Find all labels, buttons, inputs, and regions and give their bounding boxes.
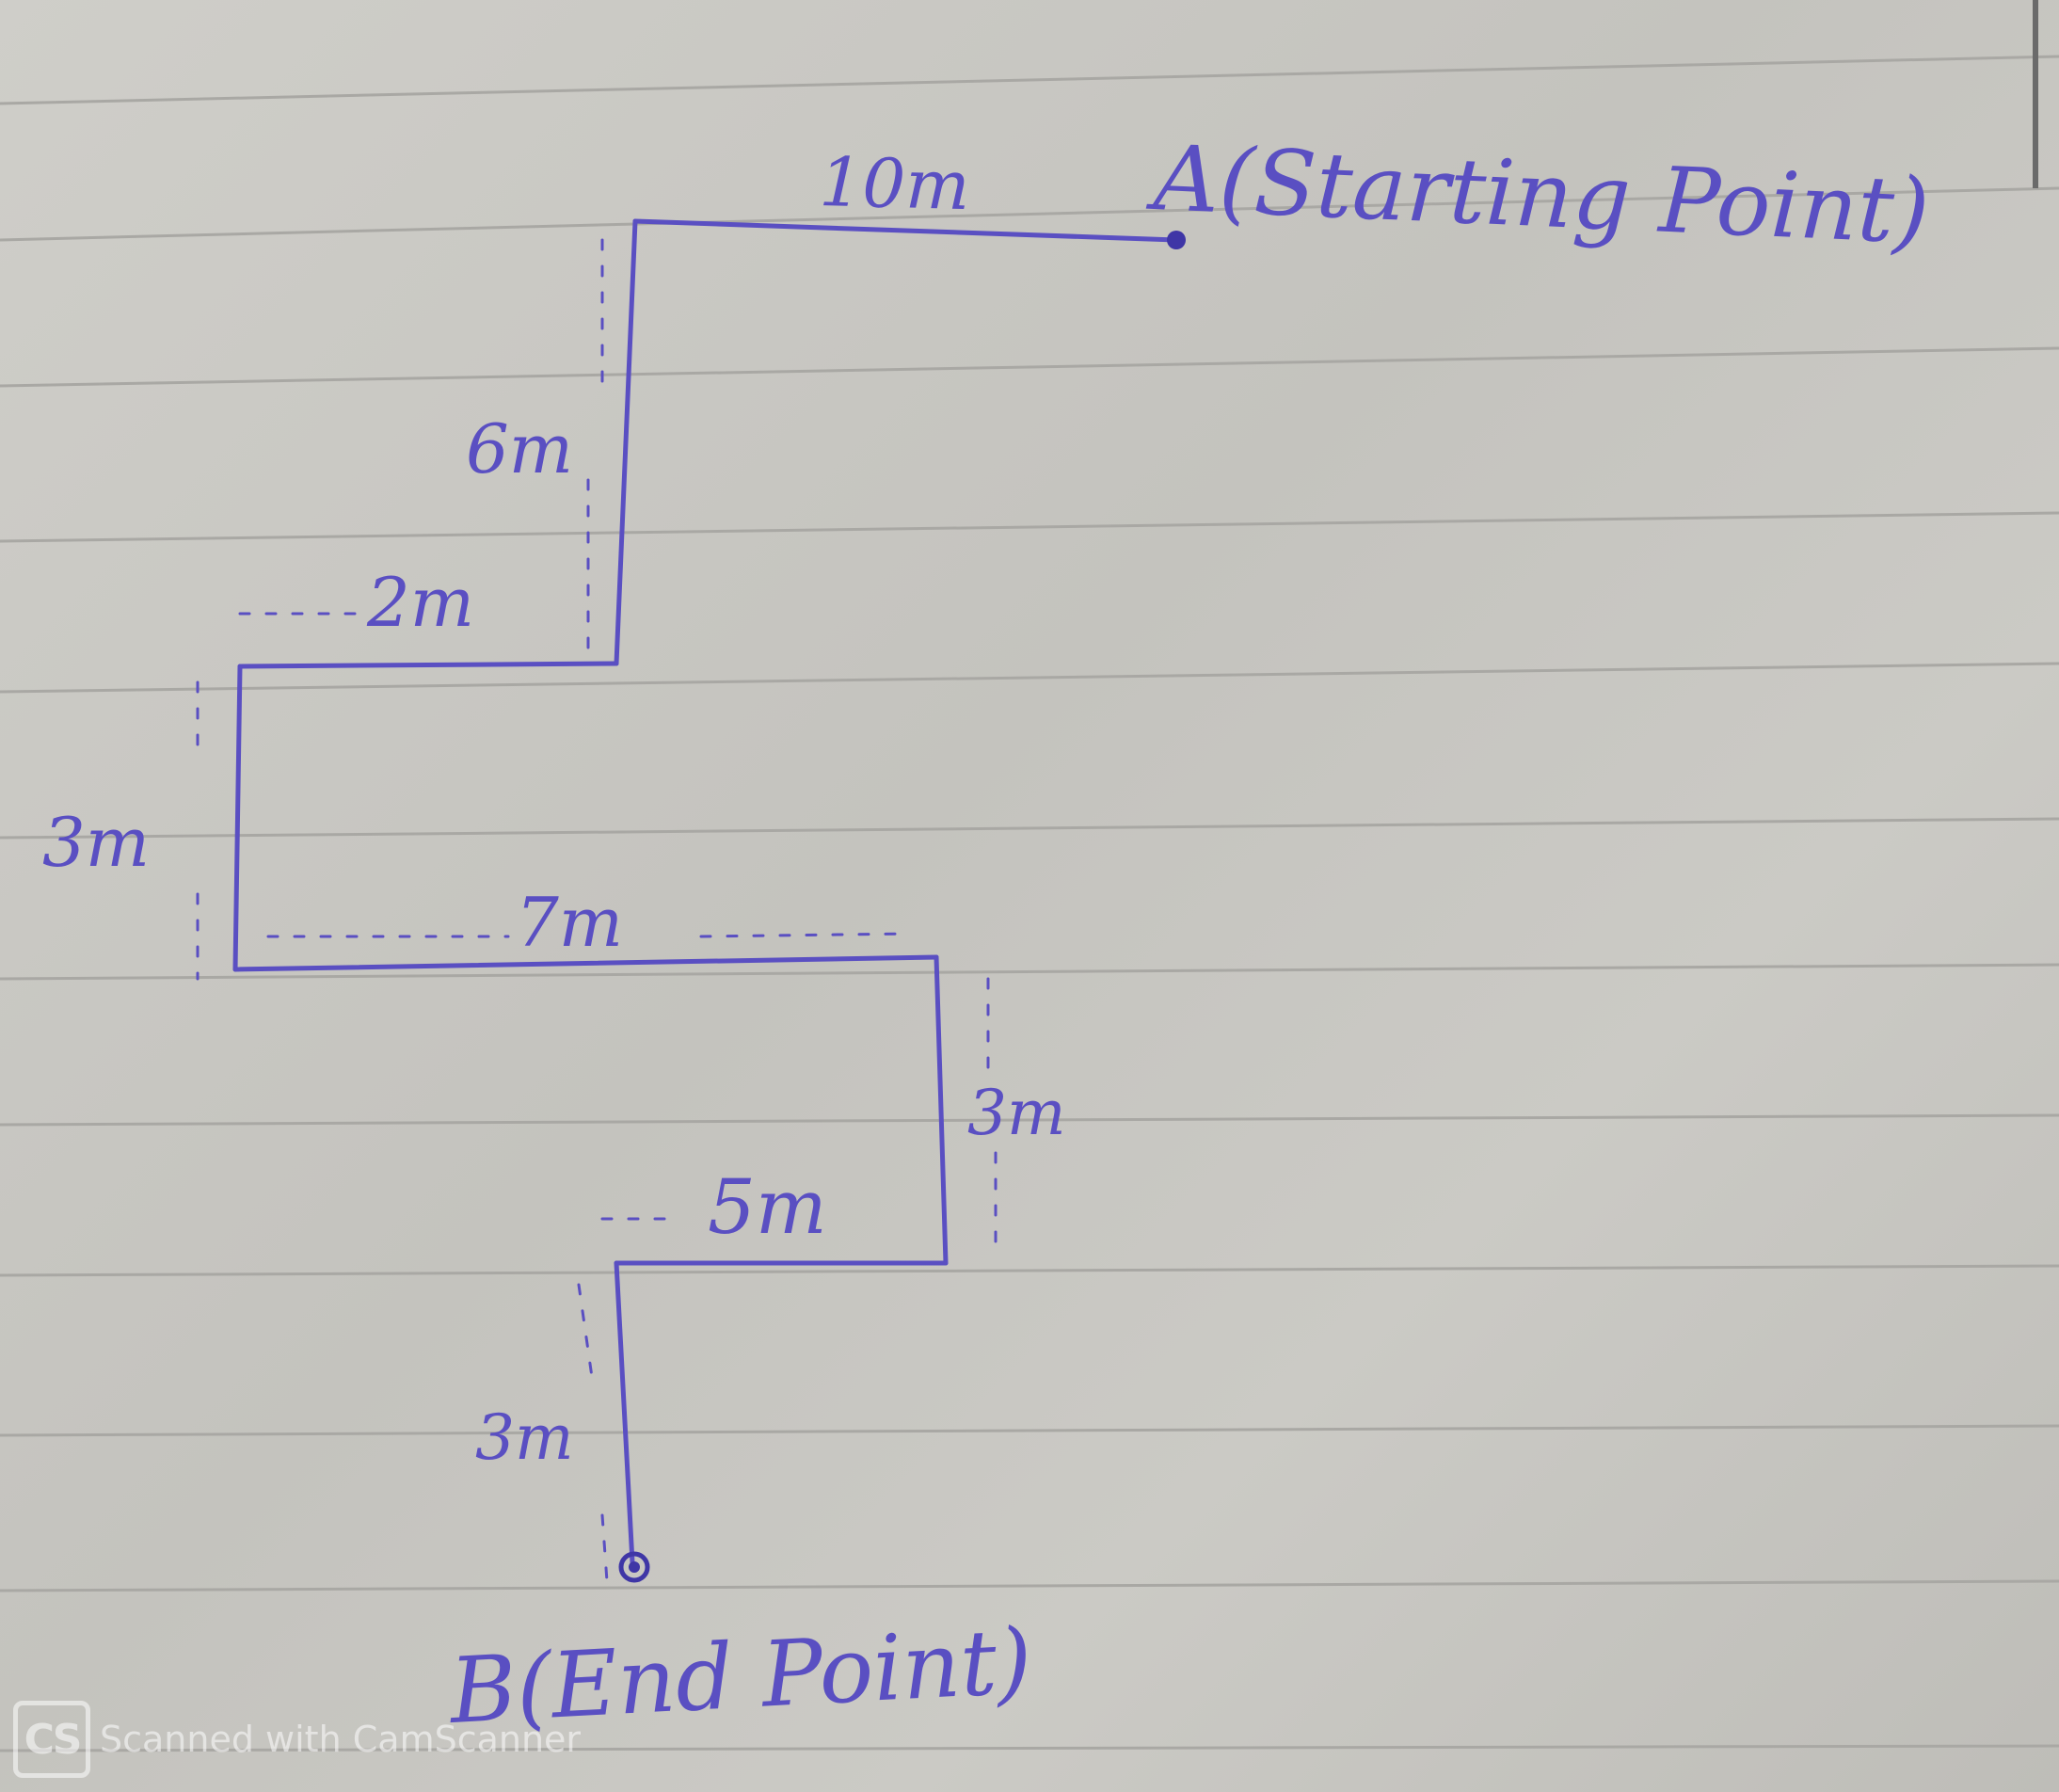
label-5m: 5m <box>708 1163 827 1251</box>
label-start-point: A(Starting Point) <box>1144 125 1931 264</box>
segment-10m <box>632 218 1179 243</box>
end-point-marker <box>618 1551 650 1583</box>
label-2m: 2m <box>366 563 474 642</box>
segment-6m <box>614 218 638 666</box>
label-3m-left: 3m <box>42 803 150 882</box>
ruled-lines <box>0 55 2059 1752</box>
label-7m: 7m <box>516 883 623 962</box>
page-edge <box>2033 0 2038 188</box>
camscanner-watermark: CS Scanned with CamScanner <box>13 1701 582 1778</box>
watermark-text: Scanned with CamScanner <box>100 1719 582 1760</box>
segment-7m <box>232 954 939 972</box>
start-point-dot <box>1167 231 1186 249</box>
segment-3m-right <box>934 954 949 1266</box>
label-3m-right: 3m <box>967 1077 1066 1149</box>
dimension-guides <box>196 238 998 1583</box>
label-10m: 10m <box>819 142 971 225</box>
segment-2m <box>237 661 619 669</box>
label-3m-bottom: 3m <box>475 1401 574 1474</box>
camscanner-logo-icon: CS <box>13 1701 90 1778</box>
segment-3m-left <box>232 664 243 972</box>
walk-path <box>232 218 1179 1565</box>
label-6m: 6m <box>466 409 573 488</box>
segment-3m-bottom <box>614 1260 635 1565</box>
